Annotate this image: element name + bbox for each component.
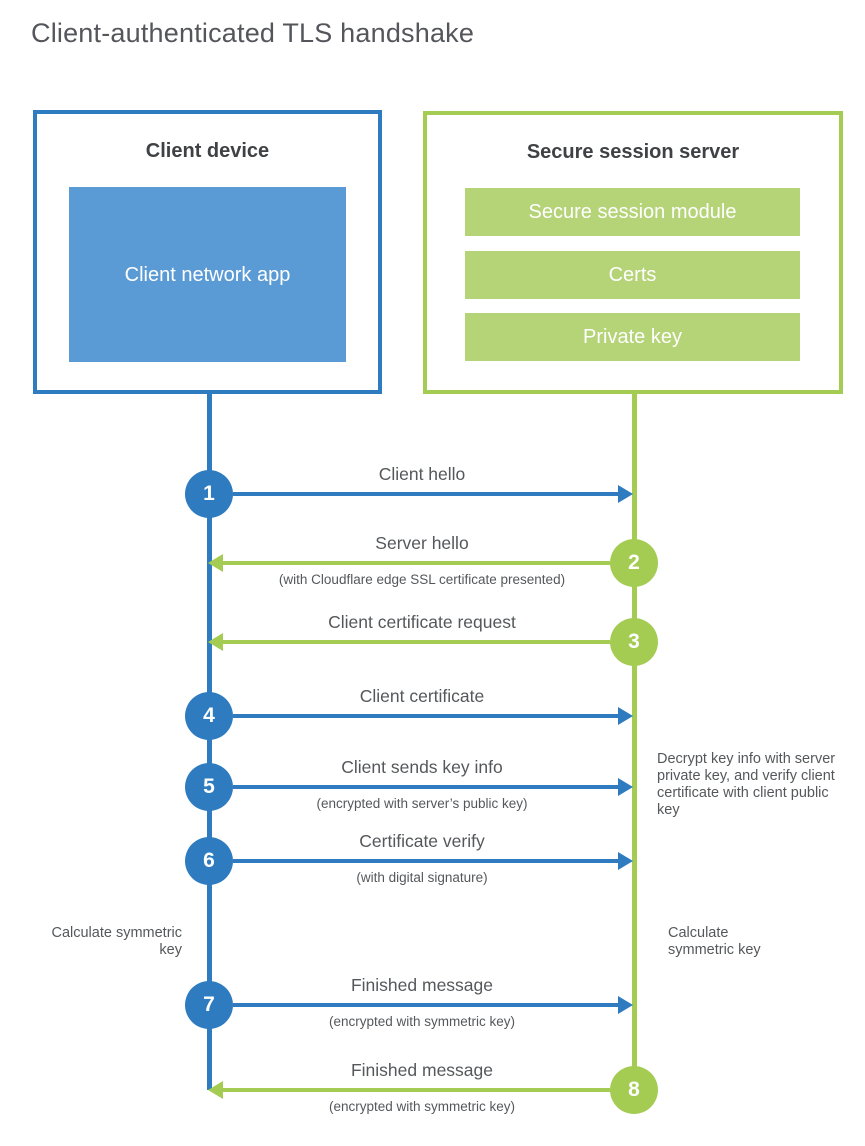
- message-arrow-line: [233, 492, 620, 496]
- client-device-box: Client device Client network app: [33, 110, 382, 394]
- server-module-secure-session: Secure session module: [465, 188, 800, 236]
- server-module-private-key: Private key: [465, 313, 800, 361]
- arrowhead-left-icon: [208, 554, 223, 572]
- arrowhead-right-icon: [618, 996, 633, 1014]
- message-arrow-line: [233, 1003, 620, 1007]
- secure-session-server-title: Secure session server: [526, 141, 740, 163]
- step-circle-6: 6: [185, 837, 233, 885]
- step-circle-3: 3: [610, 618, 658, 666]
- message-arrow-line: [233, 859, 620, 863]
- arrowhead-left-icon: [208, 633, 223, 651]
- message-arrow-line: [223, 1088, 610, 1092]
- note-calculate-symmetric-key-server: Calculate symmetric key: [668, 925, 761, 959]
- message-label: Finished message: [350, 1060, 494, 1080]
- arrowhead-left-icon: [208, 1081, 223, 1099]
- message-arrow-line: [223, 640, 610, 644]
- message-arrow-line: [233, 785, 620, 789]
- arrowhead-right-icon: [618, 778, 633, 796]
- page-title: Client-authenticated TLS handshake: [31, 18, 475, 48]
- server-lifeline: [632, 394, 637, 1090]
- message-sublabel: (encrypted with symmetric key): [328, 1099, 516, 1114]
- message-label: Client sends key info: [341, 757, 503, 777]
- step-circle-4: 4: [185, 692, 233, 740]
- client-device-title: Client device: [145, 140, 270, 162]
- client-network-app-label: Client network app: [124, 263, 291, 286]
- message-label: Server hello: [375, 533, 469, 553]
- step-circle-7: 7: [185, 981, 233, 1029]
- message-label: Certificate verify: [359, 831, 485, 851]
- server-module-certs: Certs: [465, 251, 800, 299]
- secure-session-server-box: Secure session server Secure session mod…: [423, 111, 843, 394]
- message-label: Finished message: [350, 975, 494, 995]
- note-calculate-symmetric-key-client: Calculate symmetric key: [51, 925, 182, 959]
- message-label: Client certificate request: [328, 612, 516, 632]
- step-circle-5: 5: [185, 763, 233, 811]
- server-module-label: Secure session module: [528, 200, 737, 223]
- note-decrypt-key-info: Decrypt key info with server private key…: [657, 751, 836, 819]
- arrowhead-right-icon: [618, 707, 633, 725]
- step-circle-8: 8: [610, 1066, 658, 1114]
- message-label: Client hello: [378, 464, 466, 484]
- message-arrow-line: [233, 714, 620, 718]
- message-sublabel: (with Cloudflare edge SSL certificate pr…: [278, 572, 566, 587]
- arrowhead-right-icon: [618, 852, 633, 870]
- arrowhead-right-icon: [618, 485, 633, 503]
- step-circle-2: 2: [610, 539, 658, 587]
- step-circle-1: 1: [185, 470, 233, 518]
- client-lifeline: [207, 394, 212, 1090]
- server-module-label: Private key: [583, 325, 682, 348]
- server-module-label: Certs: [608, 263, 657, 286]
- message-label: Client certificate: [359, 686, 485, 706]
- message-sublabel: (encrypted with symmetric key): [328, 1014, 516, 1029]
- message-arrow-line: [223, 561, 610, 565]
- message-sublabel: (encrypted with server’s public key): [316, 796, 528, 811]
- client-network-app-box: Client network app: [69, 187, 346, 362]
- message-sublabel: (with digital signature): [356, 870, 488, 885]
